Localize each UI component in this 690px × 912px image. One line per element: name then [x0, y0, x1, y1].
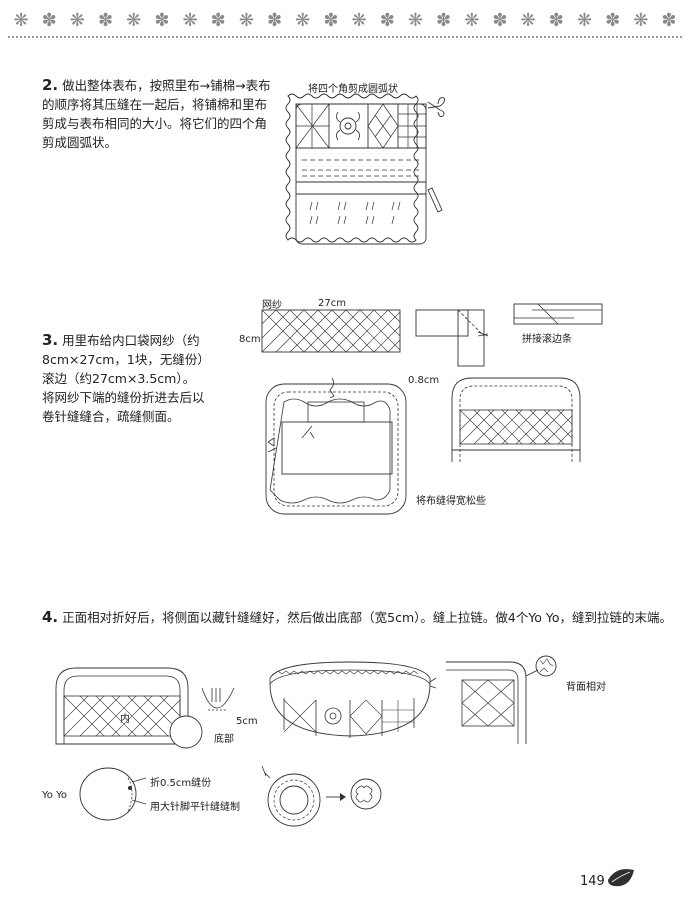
label-sew-loose: 将布缝得宽松些	[416, 496, 486, 507]
bias-strip-diagram	[513, 303, 603, 325]
label-fold-seam: 折0.5cm缝份	[150, 778, 212, 789]
step-3-line-3: 滚边（约27cm×3.5cm）。	[42, 371, 196, 386]
leaf-icon	[608, 869, 634, 887]
step-3-line-1: 用里布给内口袋网纱（约	[62, 333, 200, 348]
step-3-text: 3. 用里布给内口袋网纱（约 8cm×27cm，1块，无缝份） 滚边（约27cm…	[42, 331, 262, 426]
pouch-basting-diagram	[265, 377, 407, 515]
mesh-panel-diagram	[261, 309, 401, 353]
label-inner: 内	[120, 714, 130, 725]
label-running-stitch: 用大针脚平针缝缝制	[150, 802, 240, 813]
label-mesh: 网纱	[262, 300, 282, 311]
step-4-text: 4. 正面相对折好后，将侧面以藏针缝缝好，然后做出底部（宽5cm）。缝上拉链。做…	[42, 608, 682, 627]
quilt-diagram	[285, 93, 445, 245]
pouch-inside-diagram	[55, 667, 203, 749]
label-8cm: 8cm	[239, 334, 261, 345]
step-2-number: 2.	[42, 76, 59, 94]
label-27cm: 27cm	[318, 298, 346, 309]
page-number: 149	[580, 874, 605, 889]
border-dotted-line	[8, 36, 682, 40]
bottom-gusset-diagram	[201, 687, 235, 711]
label-bias-strip: 拼接滚边条	[522, 334, 572, 345]
step-2-text: 2. 做出整体表布，按照里布→铺棉→表布 的顺序将其压缝在一起后，将铺棉和里布 …	[42, 76, 282, 152]
label-round-corners: 将四个角剪成圆弧状	[308, 84, 398, 95]
label-bottom: 底部	[214, 734, 234, 745]
step-2-line-1: 做出整体表布，按照里布→铺棉→表布	[62, 78, 271, 93]
step-2-line-2: 的顺序将其压缝在一起后，将铺棉和里布	[42, 97, 268, 112]
yoyo-finished-diagram	[350, 778, 382, 810]
label-back-to-back: 背面相对	[566, 682, 606, 693]
yoyo-circle-diagram	[79, 767, 147, 821]
step-2-line-3: 剪成与表布相同的大小。将它们的四个角	[42, 116, 268, 131]
label-0-8cm: 0.8cm	[408, 375, 440, 386]
arrow-icon	[326, 793, 346, 801]
bias-join-diagram	[415, 309, 489, 367]
step-3-line-4: 将网纱下端的缝份折进去后以	[42, 390, 205, 405]
pouch-mesh-diagram	[451, 377, 581, 462]
yoyo-ring-diagram	[261, 765, 321, 827]
pouch-corner-diagram	[446, 655, 557, 744]
step-3-line-2: 8cm×27cm，1块，无缝份）	[42, 352, 210, 367]
label-yoyo: Yo Yo	[42, 790, 67, 801]
step-3-number: 3.	[42, 331, 59, 349]
label-5cm: 5cm	[236, 716, 258, 727]
step-3-line-5: 卷针缝缝合，疏缝侧面。	[42, 409, 180, 424]
step-4-line: 正面相对折好后，将侧面以藏针缝缝好，然后做出底部（宽5cm）。缝上拉链。做4个Y…	[62, 610, 673, 625]
pouch-zipper-diagram	[269, 661, 437, 738]
decorative-border: ❋✽❋✽❋✽❋✽❋✽❋✽❋✽❋✽❋✽❋✽❋✽❋✽	[13, 10, 677, 31]
step-2-line-4: 剪成圆弧状。	[42, 135, 118, 150]
step-4-number: 4.	[42, 608, 59, 626]
